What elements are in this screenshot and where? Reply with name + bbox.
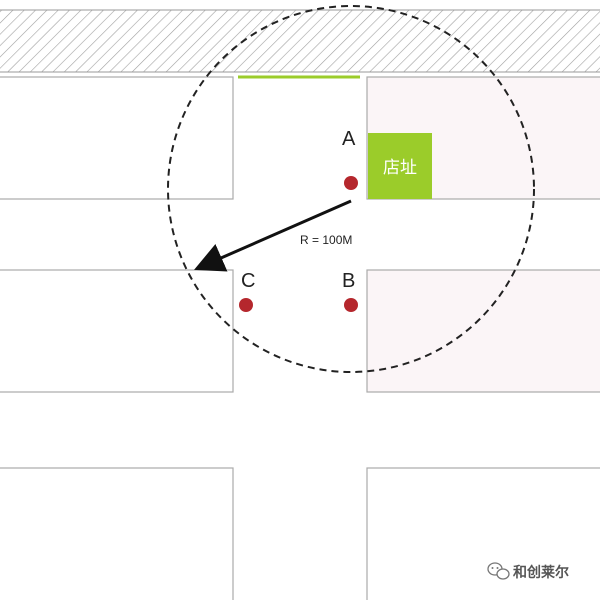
point-a-dot [344, 176, 358, 190]
point-c-label: C [241, 270, 255, 292]
point-b-label: B [342, 270, 355, 292]
hatched-band [0, 9, 600, 73]
watermark: 和创莱尔 [487, 562, 569, 580]
point-c-dot [239, 298, 253, 312]
shop-marker [368, 133, 432, 199]
radius-label: R = 100M [300, 233, 352, 247]
shop-label: 店址 [383, 158, 417, 177]
block-bottom-left [0, 467, 234, 600]
radius-circle [167, 5, 535, 373]
watermark-text: 和创莱尔 [513, 564, 569, 580]
block-middle-right [366, 269, 600, 393]
wechat-icon [487, 562, 510, 580]
point-a-label: A [342, 128, 356, 150]
radius-arrow [194, 199, 352, 272]
point-b-dot [344, 298, 358, 312]
block-middle-left [0, 269, 234, 393]
block-bottom-right [366, 467, 600, 600]
block-top-left [0, 76, 234, 200]
